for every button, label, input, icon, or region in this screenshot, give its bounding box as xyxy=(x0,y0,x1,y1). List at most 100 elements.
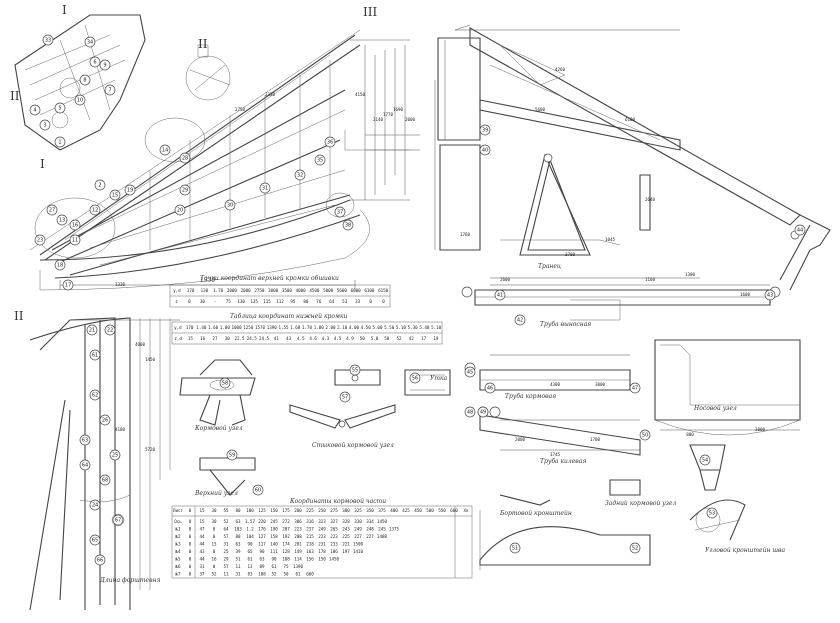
svg-text:23: 23 xyxy=(37,238,43,244)
table-cell: 233 xyxy=(330,542,338,547)
table-cell: 61 xyxy=(271,564,277,569)
table-cell: 0 xyxy=(189,549,192,554)
callout-number: 14 xyxy=(159,144,171,156)
table-cell: 5600 xyxy=(337,288,348,293)
table-cell: 127 xyxy=(258,534,266,539)
table-cell: 130 xyxy=(201,288,209,293)
table-cell: 44 xyxy=(199,557,205,562)
callout-number: 1 xyxy=(54,136,66,148)
table-cell: 0 xyxy=(189,534,192,539)
table-cell: 272 xyxy=(282,519,290,524)
table-cell: №5 xyxy=(175,557,181,562)
svg-text:12: 12 xyxy=(92,208,98,214)
callout-number: 47 xyxy=(629,382,641,394)
table-cell: 2000 xyxy=(227,288,238,293)
table-cell: 80 xyxy=(235,534,241,539)
side-view xyxy=(29,317,180,611)
table-cell: 170 xyxy=(186,325,194,330)
callout-number: 63 xyxy=(79,434,91,446)
table-cell: №2 xyxy=(175,534,181,539)
svg-text:55: 55 xyxy=(352,368,358,374)
callout-number: 33 xyxy=(42,34,54,46)
callout-number: 62 xyxy=(89,389,101,401)
table-cell: 6100 xyxy=(364,288,375,293)
svg-text:41: 41 xyxy=(497,293,503,299)
callout-number: 21 xyxy=(86,324,98,336)
table-cell: 0 xyxy=(189,557,192,562)
dimension-text: 3700 xyxy=(565,252,576,257)
caption: Труба килевая xyxy=(540,458,586,465)
lower-table xyxy=(171,321,443,345)
table-cell: 1410 xyxy=(353,549,364,554)
callout-number: 48 xyxy=(464,406,476,418)
table-cell: 1.80 xyxy=(314,325,325,330)
table-cell: 156 xyxy=(306,557,314,562)
svg-text:60: 60 xyxy=(255,488,261,494)
table-cell: 275 xyxy=(330,508,338,513)
svg-text:13: 13 xyxy=(59,218,65,224)
table-cell: 76 xyxy=(316,299,322,304)
callout-number: 15 xyxy=(109,189,121,201)
table-cell: 15 xyxy=(199,508,205,513)
caption: Труба кормовая xyxy=(505,393,556,400)
svg-text:65: 65 xyxy=(92,538,98,544)
svg-text:21: 21 xyxy=(89,328,95,334)
svg-text:57: 57 xyxy=(342,395,348,401)
table-cell: 1375 xyxy=(389,527,400,532)
table-cell: 5.40 xyxy=(419,325,430,330)
callout-number: 39 xyxy=(479,124,491,136)
callout-number: 26 xyxy=(99,414,111,426)
svg-text:29: 29 xyxy=(182,188,188,194)
hull-frame-view: 1330 xyxy=(29,29,420,291)
table-cell: 4.3 xyxy=(322,336,330,341)
table-cell: 190 xyxy=(270,527,278,532)
svg-text:58: 58 xyxy=(222,381,228,387)
svg-text:53: 53 xyxy=(709,511,715,517)
table-cell: 249 xyxy=(318,527,326,532)
callout-number: 12 xyxy=(89,204,101,216)
table-cell: 245 xyxy=(378,527,386,532)
table-cell: 5.30 xyxy=(408,325,419,330)
caption: Таблица координат нижней кромки xyxy=(230,313,348,320)
table-cell: 24.5 xyxy=(259,336,270,341)
table-cell: 19 xyxy=(433,336,439,341)
svg-text:28: 28 xyxy=(182,156,188,162)
table-cell: 186 xyxy=(330,549,338,554)
table-cell: 223 xyxy=(330,534,338,539)
table-cell: 29 xyxy=(223,557,229,562)
table-cell: 163 xyxy=(306,549,314,554)
table-cell: 660 xyxy=(306,572,314,577)
table-cell: 245 xyxy=(270,519,278,524)
svg-text:6: 6 xyxy=(93,60,96,66)
callout-number: 29 xyxy=(179,184,191,196)
table-cell: 16 xyxy=(200,336,206,341)
table-cell: 150 xyxy=(318,557,326,562)
svg-text:56: 56 xyxy=(412,376,418,382)
table-cell: 1390 xyxy=(293,564,304,569)
dimension-text: 1330 xyxy=(115,282,126,287)
svg-text:47: 47 xyxy=(632,386,638,392)
callout-number: 10 xyxy=(74,94,86,106)
table-cell: 375 xyxy=(378,508,386,513)
dimension-text: 4300 xyxy=(550,382,561,387)
table-cell: 1.55 xyxy=(278,325,289,330)
table-cell: 4500 xyxy=(309,288,320,293)
svg-text:18: 18 xyxy=(57,263,63,269)
table-cell: 450 xyxy=(414,508,422,513)
dimension-text: 3000 xyxy=(595,382,606,387)
table-cell: 37 xyxy=(199,572,205,577)
table-cell: 90 xyxy=(271,557,277,562)
dimension-text: 1760 xyxy=(460,232,471,237)
callout-number: 58 xyxy=(219,377,231,389)
svg-text:49: 49 xyxy=(480,410,486,416)
table-cell: №6 xyxy=(175,564,181,569)
svg-text:25: 25 xyxy=(112,453,118,459)
callout-number: 64 xyxy=(79,459,91,471)
callout-number: 67 xyxy=(112,514,124,526)
table-cell: 158 xyxy=(270,534,278,539)
callout-number: 46 xyxy=(484,382,496,394)
callout-number: 42 xyxy=(514,314,526,326)
table-cell: 1250 xyxy=(243,325,254,330)
svg-text:32: 32 xyxy=(297,173,303,179)
